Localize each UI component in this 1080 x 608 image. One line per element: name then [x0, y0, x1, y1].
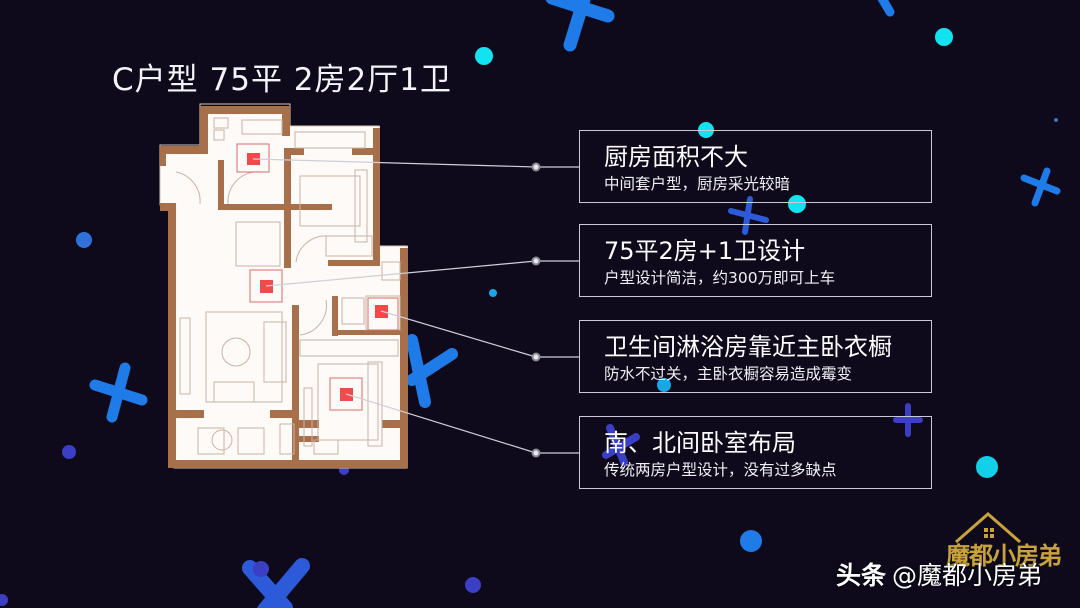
- cross-icon: [406, 334, 458, 408]
- callout-subtext: 传统两房户型设计，没有过多缺点: [604, 461, 837, 479]
- watermark-platform: 头条: [836, 561, 887, 590]
- leader-lines: [252, 158, 579, 454]
- connector-dots: [531, 162, 541, 458]
- callout-card-bathroom: 卫生间淋浴房靠近主卧衣橱 防水不过关，主卧衣橱容易造成霉变: [579, 320, 932, 393]
- callout-card-kitchen: 厨房面积不大 中间套户型，厨房采光较暗: [579, 130, 932, 203]
- brand-logo: 魔都小房弟: [946, 508, 1066, 570]
- cross-icon: [728, 196, 769, 235]
- cross-icon: [602, 424, 640, 466]
- watermark: 头条@魔都小房弟: [836, 556, 1042, 592]
- callout-card-layout: 75平2房+1卫设计 户型设计简洁，约300万即可上车: [579, 224, 932, 297]
- callout-heading: 厨房面积不大: [604, 143, 748, 171]
- watermark-handle: @魔都小房弟: [892, 561, 1043, 590]
- cross-icon: [877, 0, 895, 17]
- callout-subtext: 防水不过关，主卧衣橱容易造成霉变: [604, 365, 853, 383]
- furniture: [175, 117, 401, 455]
- page-title: C户型 75平 2房2厅1卫: [112, 62, 452, 98]
- cross-icon: [1020, 167, 1061, 207]
- callout-card-bedrooms: 南、北间卧室布局 传统两房户型设计，没有过多缺点: [579, 416, 932, 489]
- logo-text: 魔都小房弟: [946, 542, 1062, 570]
- callout-heading: 南、北间卧室布局: [604, 429, 796, 457]
- walls: [160, 106, 408, 468]
- callout-heading: 卫生间淋浴房靠近主卧衣橱: [604, 333, 892, 361]
- cross-icon: [89, 362, 148, 423]
- callout-subtext: 户型设计简洁，约300万即可上车: [604, 269, 836, 287]
- cross-icon: [893, 403, 923, 437]
- cross-icon: [545, 0, 615, 52]
- callout-heading: 75平2房+1卫设计: [604, 237, 806, 265]
- callout-subtext: 中间套户型，厨房采光较暗: [604, 175, 791, 193]
- house-roof-icon: [955, 512, 1021, 544]
